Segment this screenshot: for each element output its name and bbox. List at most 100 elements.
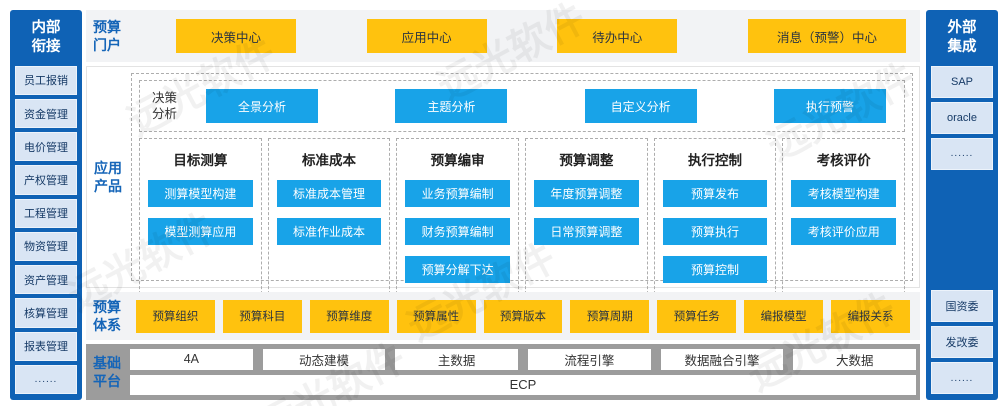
platform-base-row: ECP bbox=[130, 374, 916, 395]
internal-item-material-management[interactable]: 物资管理 bbox=[15, 231, 77, 262]
budget-decomposition-issue-button[interactable]: 预算分解下达 bbox=[405, 256, 511, 283]
external-item-more-top[interactable]: ...... bbox=[931, 137, 993, 170]
internal-item-fund-management[interactable]: 资金管理 bbox=[15, 98, 77, 129]
platform-boxes-row: 4A 动态建模 主数据 流程引擎 数据融合引擎 大数据 bbox=[130, 349, 917, 370]
portal-todo-center-button[interactable]: 待办中心 bbox=[557, 19, 678, 53]
column-title: 考核评价 bbox=[816, 153, 871, 168]
internal-title-line2: 衔接 bbox=[31, 38, 61, 55]
column-budget-adjustment: 预算调整 年度预算调整 日常预算调整 bbox=[525, 138, 648, 299]
budget-attribute-button[interactable]: 预算属性 bbox=[396, 299, 476, 333]
platform-master-data-box[interactable]: 主数据 bbox=[395, 349, 519, 370]
platform-label-line2: 平台 bbox=[93, 373, 121, 389]
portal-buttons: 决策中心 应用中心 待办中心 消息（预警）中心 bbox=[130, 10, 920, 62]
annual-budget-adjustment-button[interactable]: 年度预算调整 bbox=[534, 180, 639, 207]
basic-platform-label: 基础 平台 bbox=[86, 344, 130, 400]
internal-item-employee-reimbursement[interactable]: 员工报销 bbox=[15, 65, 77, 95]
budget-release-button[interactable]: 预算发布 bbox=[662, 180, 768, 207]
application-products-label: 应用 产品 bbox=[87, 67, 131, 287]
system-label-line2: 体系 bbox=[93, 317, 121, 333]
theme-analysis-button[interactable]: 主题分析 bbox=[395, 89, 508, 123]
budget-control-button[interactable]: 预算控制 bbox=[662, 256, 768, 283]
internal-item-property-rights-management[interactable]: 产权管理 bbox=[15, 165, 77, 195]
platform-process-engine-box[interactable]: 流程引擎 bbox=[528, 349, 651, 370]
budget-subject-button[interactable]: 预算科目 bbox=[222, 299, 302, 333]
column-title: 预算调整 bbox=[559, 153, 614, 168]
external-title-line2: 集成 bbox=[947, 38, 977, 55]
external-item-oracle[interactable]: oracle bbox=[931, 101, 993, 134]
standard-operation-cost-button[interactable]: 标准作业成本 bbox=[276, 218, 382, 245]
platform-dynamic-modeling-box[interactable]: 动态建模 bbox=[262, 349, 386, 370]
products-label-line2: 产品 bbox=[94, 178, 122, 194]
internal-item-report-management[interactable]: 报表管理 bbox=[15, 331, 77, 361]
application-products-section: 应用 产品 决策 分析 全景分析 主题分析 自定义分析 执行预警 bbox=[86, 66, 920, 299]
portal-label-line1: 预算 bbox=[93, 18, 121, 35]
product-columns: 目标测算 测算模型构建 模型测算应用 标准成本 标准成本管理 标准作业成本 预算… bbox=[139, 138, 906, 299]
decision-analysis-row: 决策 分析 全景分析 主题分析 自定义分析 执行预警 bbox=[139, 80, 905, 132]
portal-decision-center-button[interactable]: 决策中心 bbox=[176, 19, 296, 53]
budget-execution-button[interactable]: 预算执行 bbox=[662, 218, 768, 245]
products-container: 决策 分析 全景分析 主题分析 自定义分析 执行预警 目标测算 测算模型构建 模… bbox=[131, 73, 913, 299]
reporting-model-button[interactable]: 编报模型 bbox=[744, 299, 824, 333]
column-title: 执行控制 bbox=[688, 153, 743, 168]
budget-system-label: 预算 体系 bbox=[86, 292, 130, 340]
budget-portal-label: 预算 门户 bbox=[86, 10, 130, 62]
reporting-relationship-button[interactable]: 编报关系 bbox=[831, 299, 911, 333]
products-label-line1: 应用 bbox=[94, 159, 122, 176]
column-budget-compilation-review: 预算编审 业务预算编制 财务预算编制 预算分解下达 bbox=[396, 138, 520, 299]
budget-version-button[interactable]: 预算版本 bbox=[483, 299, 563, 333]
standard-cost-management-button[interactable]: 标准成本管理 bbox=[276, 180, 382, 207]
daily-budget-adjustment-button[interactable]: 日常预算调整 bbox=[534, 218, 639, 245]
column-target-measurement: 目标测算 测算模型构建 模型测算应用 bbox=[139, 138, 262, 299]
internal-item-engineering-management[interactable]: 工程管理 bbox=[15, 198, 77, 228]
budget-dimension-button[interactable]: 预算维度 bbox=[309, 299, 389, 333]
external-item-more-bottom[interactable]: ...... bbox=[931, 362, 993, 394]
assessment-evaluation-application-button[interactable]: 考核评价应用 bbox=[791, 218, 897, 245]
portal-label-line2: 门户 bbox=[93, 37, 121, 53]
column-execution-control: 执行控制 预算发布 预算执行 预算控制 bbox=[653, 138, 777, 299]
measurement-model-building-button[interactable]: 测算模型构建 bbox=[148, 180, 253, 207]
column-assessment-evaluation: 考核评价 考核模型构建 考核评价应用 bbox=[782, 138, 906, 299]
budget-system-section: 预算 体系 预算组织 预算科目 预算维度 预算属性 预算版本 预算周期 预算任务… bbox=[86, 292, 920, 340]
external-title-line1: 外部 bbox=[947, 20, 977, 36]
custom-analysis-button[interactable]: 自定义分析 bbox=[584, 89, 697, 123]
platform-data-fusion-engine-box[interactable]: 数据融合引擎 bbox=[660, 349, 784, 370]
budget-task-button[interactable]: 预算任务 bbox=[657, 299, 737, 333]
financial-budget-compilation-button[interactable]: 财务预算编制 bbox=[405, 218, 511, 245]
system-label-line1: 预算 bbox=[93, 298, 121, 315]
external-item-sap[interactable]: SAP bbox=[931, 65, 993, 98]
portal-message-alert-center-button[interactable]: 消息（预警）中心 bbox=[747, 19, 906, 53]
execution-warning-button[interactable]: 执行预警 bbox=[773, 89, 886, 123]
business-budget-compilation-button[interactable]: 业务预算编制 bbox=[405, 180, 511, 207]
internal-title-line1: 内部 bbox=[31, 20, 61, 36]
decision-label-line2: 分析 bbox=[152, 107, 178, 121]
platform-ecp-box[interactable]: ECP bbox=[130, 374, 916, 395]
internal-item-accounting-management[interactable]: 核算管理 bbox=[15, 298, 77, 328]
panorama-analysis-button[interactable]: 全景分析 bbox=[206, 89, 318, 123]
platform-big-data-box[interactable]: 大数据 bbox=[793, 349, 917, 370]
internal-item-electricity-price-management[interactable]: 电价管理 bbox=[15, 132, 77, 162]
external-spacer bbox=[931, 174, 993, 286]
external-item-ndrc[interactable]: 发改委 bbox=[931, 326, 993, 358]
column-title: 目标测算 bbox=[173, 153, 228, 168]
model-measurement-application-button[interactable]: 模型测算应用 bbox=[148, 218, 253, 245]
column-title: 预算编审 bbox=[430, 153, 485, 168]
decision-analysis-buttons: 全景分析 主题分析 自定义分析 执行预警 bbox=[188, 89, 894, 123]
portal-application-center-button[interactable]: 应用中心 bbox=[366, 19, 487, 53]
decision-analysis-label: 决策 分析 bbox=[152, 90, 188, 123]
budget-cycle-button[interactable]: 预算周期 bbox=[570, 299, 650, 333]
assessment-model-building-button[interactable]: 考核模型构建 bbox=[791, 180, 897, 207]
internal-item-asset-management[interactable]: 资产管理 bbox=[15, 265, 77, 295]
budget-portal-section: 预算 门户 决策中心 应用中心 待办中心 消息（预警）中心 bbox=[86, 10, 920, 62]
external-item-sasac[interactable]: 国资委 bbox=[931, 290, 993, 322]
column-standard-cost: 标准成本 标准成本管理 标准作业成本 bbox=[267, 138, 391, 299]
column-title: 标准成本 bbox=[302, 153, 356, 168]
sidebar-external-integration: 外部 集成 SAP oracle ...... 国资委 发改委 ...... bbox=[926, 10, 998, 400]
budget-system-buttons: 预算组织 预算科目 预算维度 预算属性 预算版本 预算周期 预算任务 编报模型 … bbox=[130, 292, 920, 340]
internal-item-more[interactable]: ...... bbox=[15, 364, 77, 395]
platform-content: 4A 动态建模 主数据 流程引擎 数据融合引擎 大数据 ECP bbox=[130, 344, 920, 400]
budget-organization-button[interactable]: 预算组织 bbox=[136, 299, 215, 333]
basic-platform-section: 基础 平台 4A 动态建模 主数据 流程引擎 数据融合引擎 大数据 ECP bbox=[86, 344, 920, 400]
platform-4a-box[interactable]: 4A bbox=[130, 349, 253, 370]
external-integration-title: 外部 集成 bbox=[931, 19, 993, 57]
